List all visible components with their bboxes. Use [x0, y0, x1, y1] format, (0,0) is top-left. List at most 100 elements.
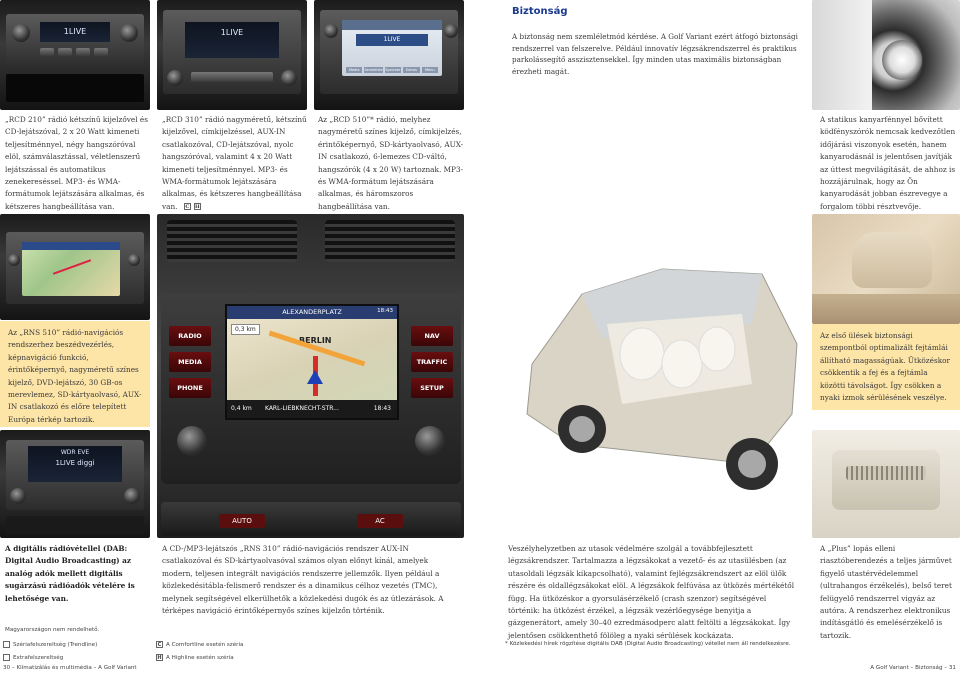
radio-button: RADIO [169, 326, 211, 346]
climate-panel [6, 516, 144, 534]
tab-sendeliste: Sendeliste [364, 67, 383, 73]
roof-console [832, 450, 940, 510]
dab-station-name: WDR EVE [60, 449, 90, 456]
rcd210-radio-photo: 1LIVE [0, 0, 150, 110]
dab-radio-photo: WDR EVE 1LIVE diggi [0, 430, 150, 538]
climate-panel [161, 502, 461, 536]
air-vent-left [167, 220, 297, 262]
serial-marker [3, 641, 10, 648]
button-row [191, 72, 273, 82]
seats-highlight-box: Az első ülések biztonsági szempontból op… [812, 324, 960, 410]
serial-note: Magyarországon nem rendelhető. [5, 627, 100, 633]
sensor-grille [846, 466, 926, 480]
preset-button [40, 48, 54, 56]
highline-marker-legend: H [156, 654, 163, 661]
volume-knob [324, 24, 338, 38]
footer-right: A Golf Variant – Biztonság – 31 [870, 665, 956, 671]
rns310-nav-photo: RADIO MEDIA PHONE NAV TRAFFIC SETUP ALEX… [157, 214, 464, 538]
fog-light-description: A statikus kanyarfénnyel bővített ködfén… [820, 115, 956, 211]
dab-text: A digitális rádióvétellel (DAB: Digital … [5, 544, 135, 603]
traffic-button: TRAFFIC [411, 352, 453, 372]
rns510-map-screen [22, 242, 120, 296]
preset-button [94, 48, 108, 56]
rcd310-text: „RCD 310” rádió nagyméretű, kétszínű kij… [162, 115, 307, 211]
volume-knob [167, 70, 183, 86]
city-label: BERLIN [299, 336, 332, 345]
volume-knob [8, 254, 20, 266]
vehicle-arrow-icon [307, 370, 323, 384]
tune-knob [124, 488, 140, 504]
rcd210-description: „RCD 210” rádió kétszínű kijelzővel és C… [5, 115, 148, 211]
nav-button: NAV [411, 326, 453, 346]
rcd310-station: 1LIVE [220, 28, 244, 37]
route-line [52, 259, 92, 275]
dab-display: WDR EVE 1LIVE diggi [28, 446, 122, 482]
rns310-description: A CD-/MP3-lejátszós „RNS 310” rádió-navi… [162, 544, 444, 616]
tune-knob [415, 426, 445, 456]
tune-knob [128, 254, 140, 266]
seats-description: Az első ülések biztonsági szempontból op… [820, 331, 950, 403]
air-vent-right [325, 220, 455, 262]
distance-top: 0,3 km [231, 324, 260, 335]
volume-knob [177, 426, 207, 456]
car-airbag-illustration [526, 268, 798, 490]
bumper [812, 0, 872, 110]
tab-speicher: Speicher [384, 67, 402, 73]
dab-footnote: * Közlekedési hírek rögzítése digitális … [505, 641, 791, 647]
legend-serial-label: Szériafelszereltség (Trendline) [13, 642, 98, 648]
fog-light-photo [812, 0, 960, 110]
tab-menu: Menu [421, 67, 439, 73]
tune-knob [120, 24, 138, 42]
dab-station-text: 1LIVE diggi [55, 459, 95, 467]
storage-tray [6, 74, 144, 102]
volume-knob [10, 488, 26, 504]
tab-extras: Extras [403, 67, 420, 73]
headrest-cushion [852, 232, 932, 288]
legend-comfort-label: A Comfortline esetén széria [166, 642, 244, 648]
distance-bottom: 0,4 km [231, 405, 252, 412]
rcd510-radio-photo: 1LIVE Media Sendeliste Speicher Extras M… [314, 0, 464, 110]
map-header-bar [22, 242, 120, 250]
clock-top: 18:43 [377, 308, 393, 314]
highline-marker: H [193, 203, 201, 211]
headrest-photo [812, 214, 960, 324]
tab-media: Media [346, 67, 363, 73]
alarm-description: A „Plus” lopás elleni riasztóberendezés … [820, 544, 952, 640]
rcd510-station: 1LIVE [356, 34, 428, 46]
rcd510-description: Az „RCD 510”* rádió, melyhez nagyméretű … [318, 115, 464, 211]
phone-button: PHONE [169, 378, 211, 398]
comfort-marker: C [156, 641, 163, 648]
rns510-description: Az „RNS 510” rádió-navigációs rendszerhe… [8, 328, 142, 424]
auto-button: AUTO [219, 514, 265, 528]
street-name-top: ALEXANDERPLATZ [227, 306, 397, 319]
rcd310-radio-photo: 1LIVE [157, 0, 307, 110]
airbag-car-photo [512, 214, 804, 538]
comfortline-marker: C [183, 203, 191, 211]
seat-back [812, 294, 960, 324]
footer-left: 30 – Klímatizálás és multimédia – A Golf… [3, 665, 137, 671]
setup-button: SETUP [411, 378, 453, 398]
rcd310-display: 1LIVE [185, 22, 279, 58]
preset-button [76, 48, 90, 56]
intro-text: A biztonság nem szemléletmód kérdése. A … [512, 32, 798, 77]
volume-knob [12, 24, 30, 42]
arrival-time: 18:43 [373, 405, 391, 412]
ac-button: AC [357, 514, 403, 528]
dab-description: A digitális rádióvétellel (DAB: Digital … [5, 543, 151, 605]
rns510-radio-photo [0, 214, 150, 320]
tune-knob [444, 24, 458, 38]
street-name-bottom: KARL-LIEBKNECHT-STR... [265, 405, 339, 412]
legend-serial: Szériafelszereltség (Trendline) [3, 641, 97, 648]
rcd510-touchscreen: 1LIVE Media Sendeliste Speicher Extras M… [342, 20, 442, 76]
extra-marker [3, 654, 10, 661]
page-title: Biztonság [512, 6, 568, 17]
legend-highline-label: A Highline esetén széria [166, 655, 234, 661]
nav-status-bar: 0,4 km KARL-LIEBKNECHT-STR... 18:43 [227, 400, 397, 418]
tune-knob [281, 70, 297, 86]
rcd210-display: 1LIVE [40, 22, 110, 42]
legend-extra-label: Extrafelszereltség [13, 655, 64, 661]
rcd310-description: „RCD 310” rádió nagyméretű, kétszínű kij… [162, 114, 308, 213]
media-button: MEDIA [169, 352, 211, 372]
